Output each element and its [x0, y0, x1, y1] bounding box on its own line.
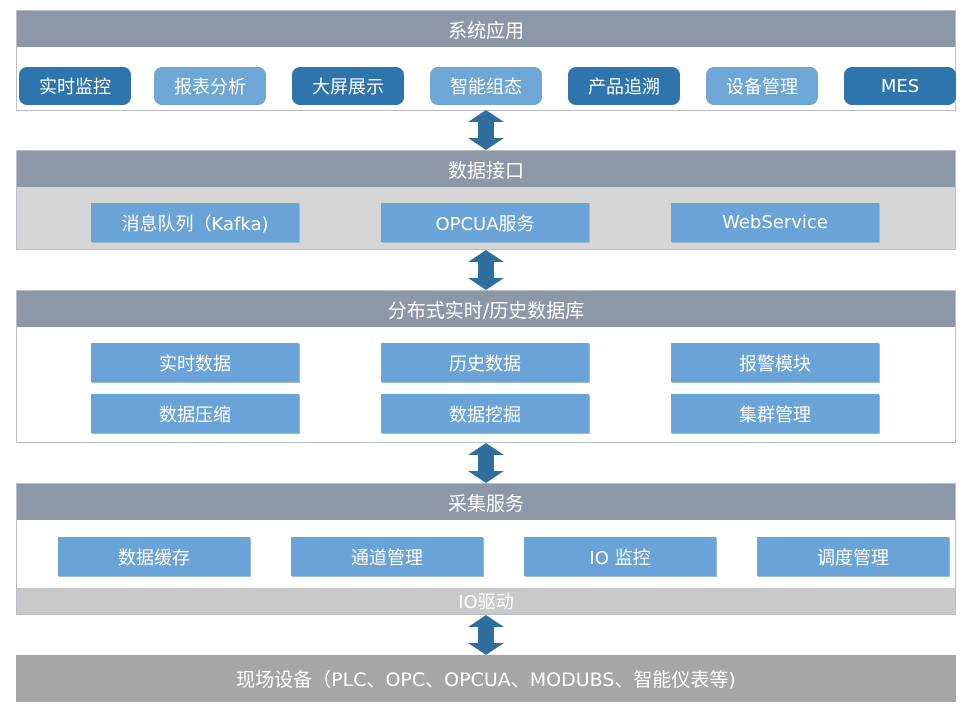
db-realtime-data: 实时数据: [91, 343, 299, 382]
db-history-data: 历史数据: [381, 343, 589, 382]
app-big-screen-display: 大屏展示: [292, 67, 404, 105]
collection-service-layer: 采集服务 数据缓存 通道管理 IO 监控 调度管理 IO驱动: [16, 483, 956, 615]
io-driver-band: IO驱动: [17, 588, 955, 614]
layer-title-collection-service: 采集服务: [17, 484, 955, 520]
interface-opcua-service: OPCUA服务: [381, 203, 589, 242]
collect-scheduling-management: 调度管理: [757, 537, 949, 576]
app-smart-configuration: 智能组态: [430, 67, 542, 105]
interface-webservice: WebService: [671, 203, 879, 242]
double-arrow-icon: [468, 110, 504, 150]
double-arrow-icon: [468, 250, 504, 290]
app-report-analysis: 报表分析: [154, 67, 266, 105]
double-arrow-icon: [468, 443, 504, 483]
field-devices-layer: 现场设备（PLC、OPC、OPCUA、MODUBS、智能仪表等): [16, 655, 956, 702]
system-application-layer: 系统应用 实时监控 报表分析 大屏展示 智能组态 产品追溯 设备管理 MES: [16, 10, 956, 111]
app-mes: MES: [844, 67, 956, 105]
app-product-traceability: 产品追溯: [568, 67, 680, 105]
app-equipment-management: 设备管理: [706, 67, 818, 105]
collect-channel-management: 通道管理: [291, 537, 483, 576]
db-cluster-management: 集群管理: [671, 394, 879, 433]
data-interface-layer: 数据接口 消息队列（Kafka) OPCUA服务 WebService: [16, 150, 956, 250]
interface-message-queue: 消息队列（Kafka): [91, 203, 299, 242]
layer-title-system-application: 系统应用: [17, 11, 955, 47]
app-realtime-monitoring: 实时监控: [19, 67, 131, 105]
collect-data-cache: 数据缓存: [58, 537, 250, 576]
db-data-compression: 数据压缩: [91, 394, 299, 433]
db-data-mining: 数据挖掘: [381, 394, 589, 433]
layer-title-database: 分布式实时/历史数据库: [17, 291, 955, 327]
distributed-database-layer: 分布式实时/历史数据库 实时数据 历史数据 报警模块 数据压缩 数据挖掘 集群管…: [16, 290, 956, 443]
layer-title-data-interface: 数据接口: [17, 151, 955, 187]
collect-io-monitoring: IO 监控: [524, 537, 716, 576]
db-alarm-module: 报警模块: [671, 343, 879, 382]
double-arrow-icon: [468, 615, 504, 655]
